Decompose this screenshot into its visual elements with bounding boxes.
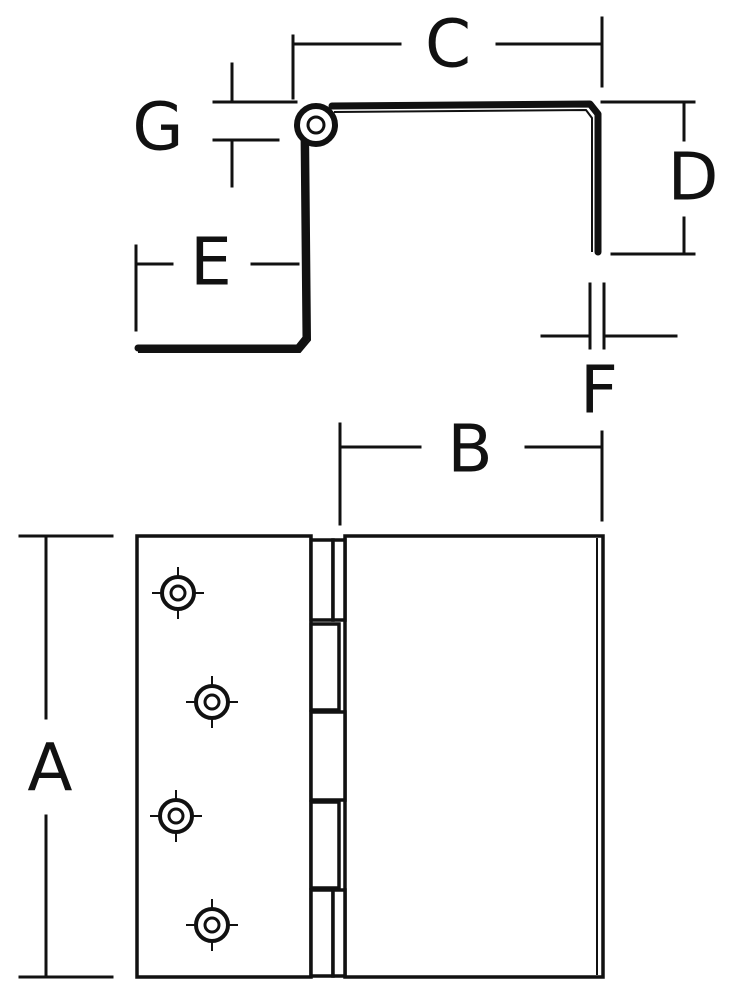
dimension-e: E [134, 224, 300, 332]
knuckle [309, 710, 347, 802]
profile-left-leaf [134, 124, 310, 352]
knuckle [309, 538, 335, 622]
profile-right-leaf [328, 100, 602, 256]
hinge-profile-view [134, 100, 602, 353]
dimension-f: F [540, 282, 678, 429]
dimension-a: A [18, 534, 114, 979]
dimension-f-label: F [580, 352, 618, 429]
knuckle [331, 888, 347, 978]
knuckle [309, 800, 341, 890]
dimension-d: D [600, 100, 719, 256]
dimension-e-label: E [190, 224, 232, 301]
hinge-front-view [135, 534, 605, 979]
screw-hole-icon [186, 899, 238, 951]
knuckle [309, 622, 341, 712]
hinge-knuckles [309, 538, 347, 978]
dimension-g-label: G [132, 89, 183, 166]
screw-hole-icon [150, 790, 202, 842]
dimension-b-label: B [447, 411, 492, 488]
dimension-c-label: C [425, 6, 471, 83]
dimension-c: C [291, 6, 604, 100]
dimension-a-label: A [27, 730, 72, 807]
screw-hole-icon [186, 676, 238, 728]
knuckle [331, 538, 347, 622]
left-leaf-plate [135, 534, 313, 979]
dimension-d-label: D [668, 139, 719, 216]
right-leaf-plate [343, 534, 605, 979]
dimension-g: G [132, 62, 298, 188]
screw-holes [150, 567, 238, 951]
dimension-b: B [338, 411, 604, 526]
knuckle [309, 888, 335, 978]
screw-hole-icon [152, 567, 204, 619]
